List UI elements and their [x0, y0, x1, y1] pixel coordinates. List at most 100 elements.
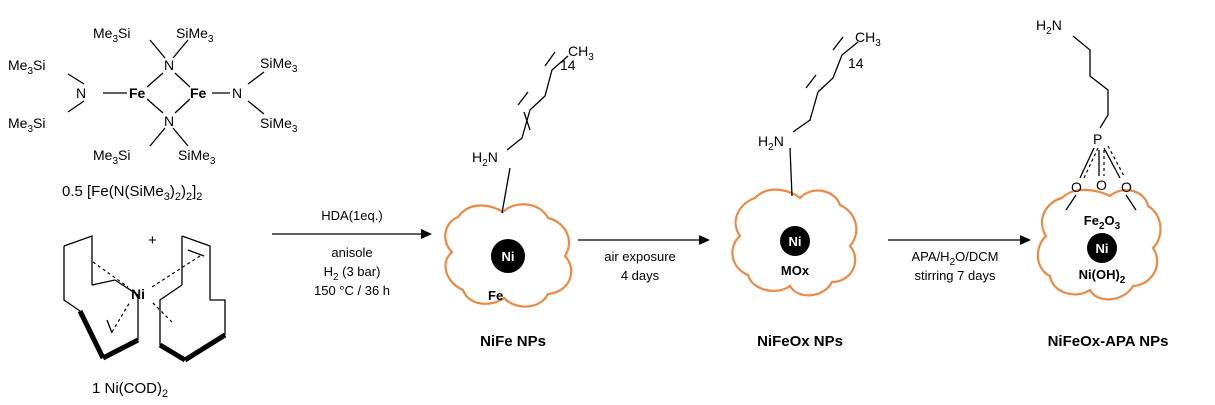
ligand-3-o-surface-left: [1065, 194, 1077, 211]
solvent-anisole: anisole: [331, 245, 372, 260]
sime3-top: SiMe3: [176, 25, 214, 45]
n-atom-right: N: [232, 85, 242, 101]
core-label-1: Ni: [502, 249, 515, 264]
bond-n-fe-right-top: [174, 72, 191, 88]
step-2: air exposure 4 days: [578, 235, 710, 283]
sime3-right-lower: SiMe3: [260, 115, 298, 135]
bond-n-si-top-left: [149, 39, 166, 59]
ni-precursor-formula: 1 Ni(COD)2: [92, 380, 168, 400]
cod-left-right-side: [114, 279, 139, 340]
step-3: APA/H2O/DCM stirring 7 days: [888, 235, 1031, 283]
ni-atom: Ni: [131, 286, 145, 302]
cod-left-double: [106, 319, 113, 334]
ligand-2-h2n: H2N: [758, 133, 784, 153]
ligand-2-repeat: 14: [848, 55, 864, 71]
bond-n-si-br: [247, 100, 265, 115]
me3si-top-left: Me3Si: [93, 25, 130, 45]
product-name-2: NiFeOx NPs: [757, 333, 843, 350]
ligand-1-n-surface: [501, 167, 511, 214]
product-name-3: NiFeOx-APA NPs: [1048, 333, 1169, 350]
ligand-1-chain: [506, 55, 569, 151]
cod-right-left-side: [159, 284, 183, 345]
ligand-1-bracket-right: [544, 51, 556, 67]
product-nife-np: Ni Fe H2N 14 CH3 NiFe NPs: [444, 43, 594, 350]
shell-label-3-bottom: Ni(OH)2: [1079, 267, 1126, 286]
hydrogen-pressure: H2 (3 bar): [324, 264, 381, 283]
ligand-3-po-right: [1103, 147, 1121, 179]
ligand-2-ch3: CH3: [855, 29, 881, 49]
bond-n-si-tr: [247, 71, 265, 85]
ligand-1-h2n: H2N: [472, 149, 498, 169]
air-exposure: air exposure: [604, 249, 676, 264]
air-exposure-time: 4 days: [621, 268, 660, 283]
cod-left-bridge: [91, 279, 116, 286]
cod-left-front-edge: [77, 309, 106, 360]
bond-fe-n-top: [146, 72, 164, 88]
cod-right-double: [187, 249, 205, 257]
me3si-left-upper: Me3Si: [8, 57, 45, 77]
ni-coord-2: [111, 301, 131, 333]
product-nifeox-np: Ni MOx H2N 14 CH3 NiFeOx NPs: [731, 29, 881, 350]
bond-n-si-bottom-right: [172, 127, 189, 147]
ni-core-3: [1087, 233, 1117, 263]
fe-atom-right: Fe: [190, 85, 207, 101]
ligand-2-n-surface: [789, 147, 793, 197]
ni-coord-4: [151, 301, 173, 323]
cod-left-frame: [63, 246, 81, 312]
ligand-3-o-surface-right: [1125, 194, 1137, 211]
shell-label-3-top: Fe2O3: [1084, 213, 1121, 232]
stirring-time: stirring 7 days: [915, 268, 996, 283]
cod-right-front-edge: [183, 332, 227, 363]
temperature-time: 150 °C / 36 h: [314, 283, 390, 298]
cod-right-right-side: [210, 299, 226, 335]
cod-right-front-bottom: [158, 342, 187, 363]
shell-label-1: Fe: [488, 288, 503, 303]
bond-n-si-bottom-left: [149, 127, 166, 147]
ni-cod-complex: + Ni 1 Ni(COD)2: [63, 232, 227, 400]
ligand-3-o-mid: O: [1096, 177, 1107, 193]
ligand-1-bracket-left-tick: [523, 111, 531, 131]
ligand-3-o-left: O: [1071, 179, 1082, 195]
ligand-1-bracket-left: [517, 91, 529, 106]
bond-fe-n-bottom: [146, 98, 164, 114]
ligand-3-h2n: H2N: [1036, 17, 1062, 37]
ligand-3-chain: [1072, 35, 1109, 129]
arrow-head-1: [421, 229, 432, 239]
fe-atom-left: Fe: [129, 85, 146, 101]
ligand-3-po-left-dash: [1083, 147, 1099, 179]
product-name-1: NiFe NPs: [480, 333, 546, 350]
arrow-head-3: [1020, 235, 1031, 245]
cod-left-back: [63, 235, 93, 285]
fe-precursor-formula: 0.5 [Fe(N(SiMe3)2)2]2: [62, 183, 202, 203]
bond-n-si-tl: [67, 73, 85, 85]
ni-core-2: [780, 226, 810, 256]
ligand-3-po-left: [1079, 147, 1095, 179]
core-label-2: Ni: [789, 234, 802, 249]
reagent-hda: HDA(1eq.): [321, 208, 382, 223]
step-1: HDA(1eq.) anisole H2 (3 bar) 150 °C / 36…: [272, 208, 432, 298]
ligand-2-bracket-left: [805, 74, 817, 89]
fe-amide-complex: N Fe N N Fe N Me3Si Me3Si Me3Si SiMe3 Si…: [8, 25, 298, 203]
apa-solvent: APA/H2O/DCM: [912, 249, 999, 268]
np-shell-2: [731, 188, 858, 297]
ni-core-1: [491, 239, 525, 273]
shell-label-2: MOx: [781, 263, 810, 278]
cod-left-front-bottom: [101, 337, 140, 361]
np-shell-3: [1036, 188, 1162, 301]
bond-n-fe-right-bottom: [174, 98, 191, 114]
arrow-head-2: [699, 235, 710, 245]
ligand-3-p: P: [1093, 131, 1102, 147]
np-shell-1: [444, 203, 573, 308]
ligand-2-bracket-right: [832, 36, 844, 51]
core-label-3: Ni: [1096, 241, 1109, 256]
ni-coord-1: [92, 261, 129, 288]
product-nifeox-apa-np: Ni Fe2O3 Ni(OH)2 H2N P O O O NiFeOx-APA …: [1036, 17, 1168, 350]
ligand-3-o-right: O: [1121, 179, 1132, 195]
sime3-bottom: SiMe3: [178, 147, 216, 167]
bond-n-si-bl: [67, 100, 85, 113]
cod-right-frame: [181, 235, 211, 300]
sime3-right-upper: SiMe3: [260, 55, 298, 75]
n-atom-top: N: [164, 57, 174, 73]
n-atom-bottom: N: [164, 113, 174, 129]
